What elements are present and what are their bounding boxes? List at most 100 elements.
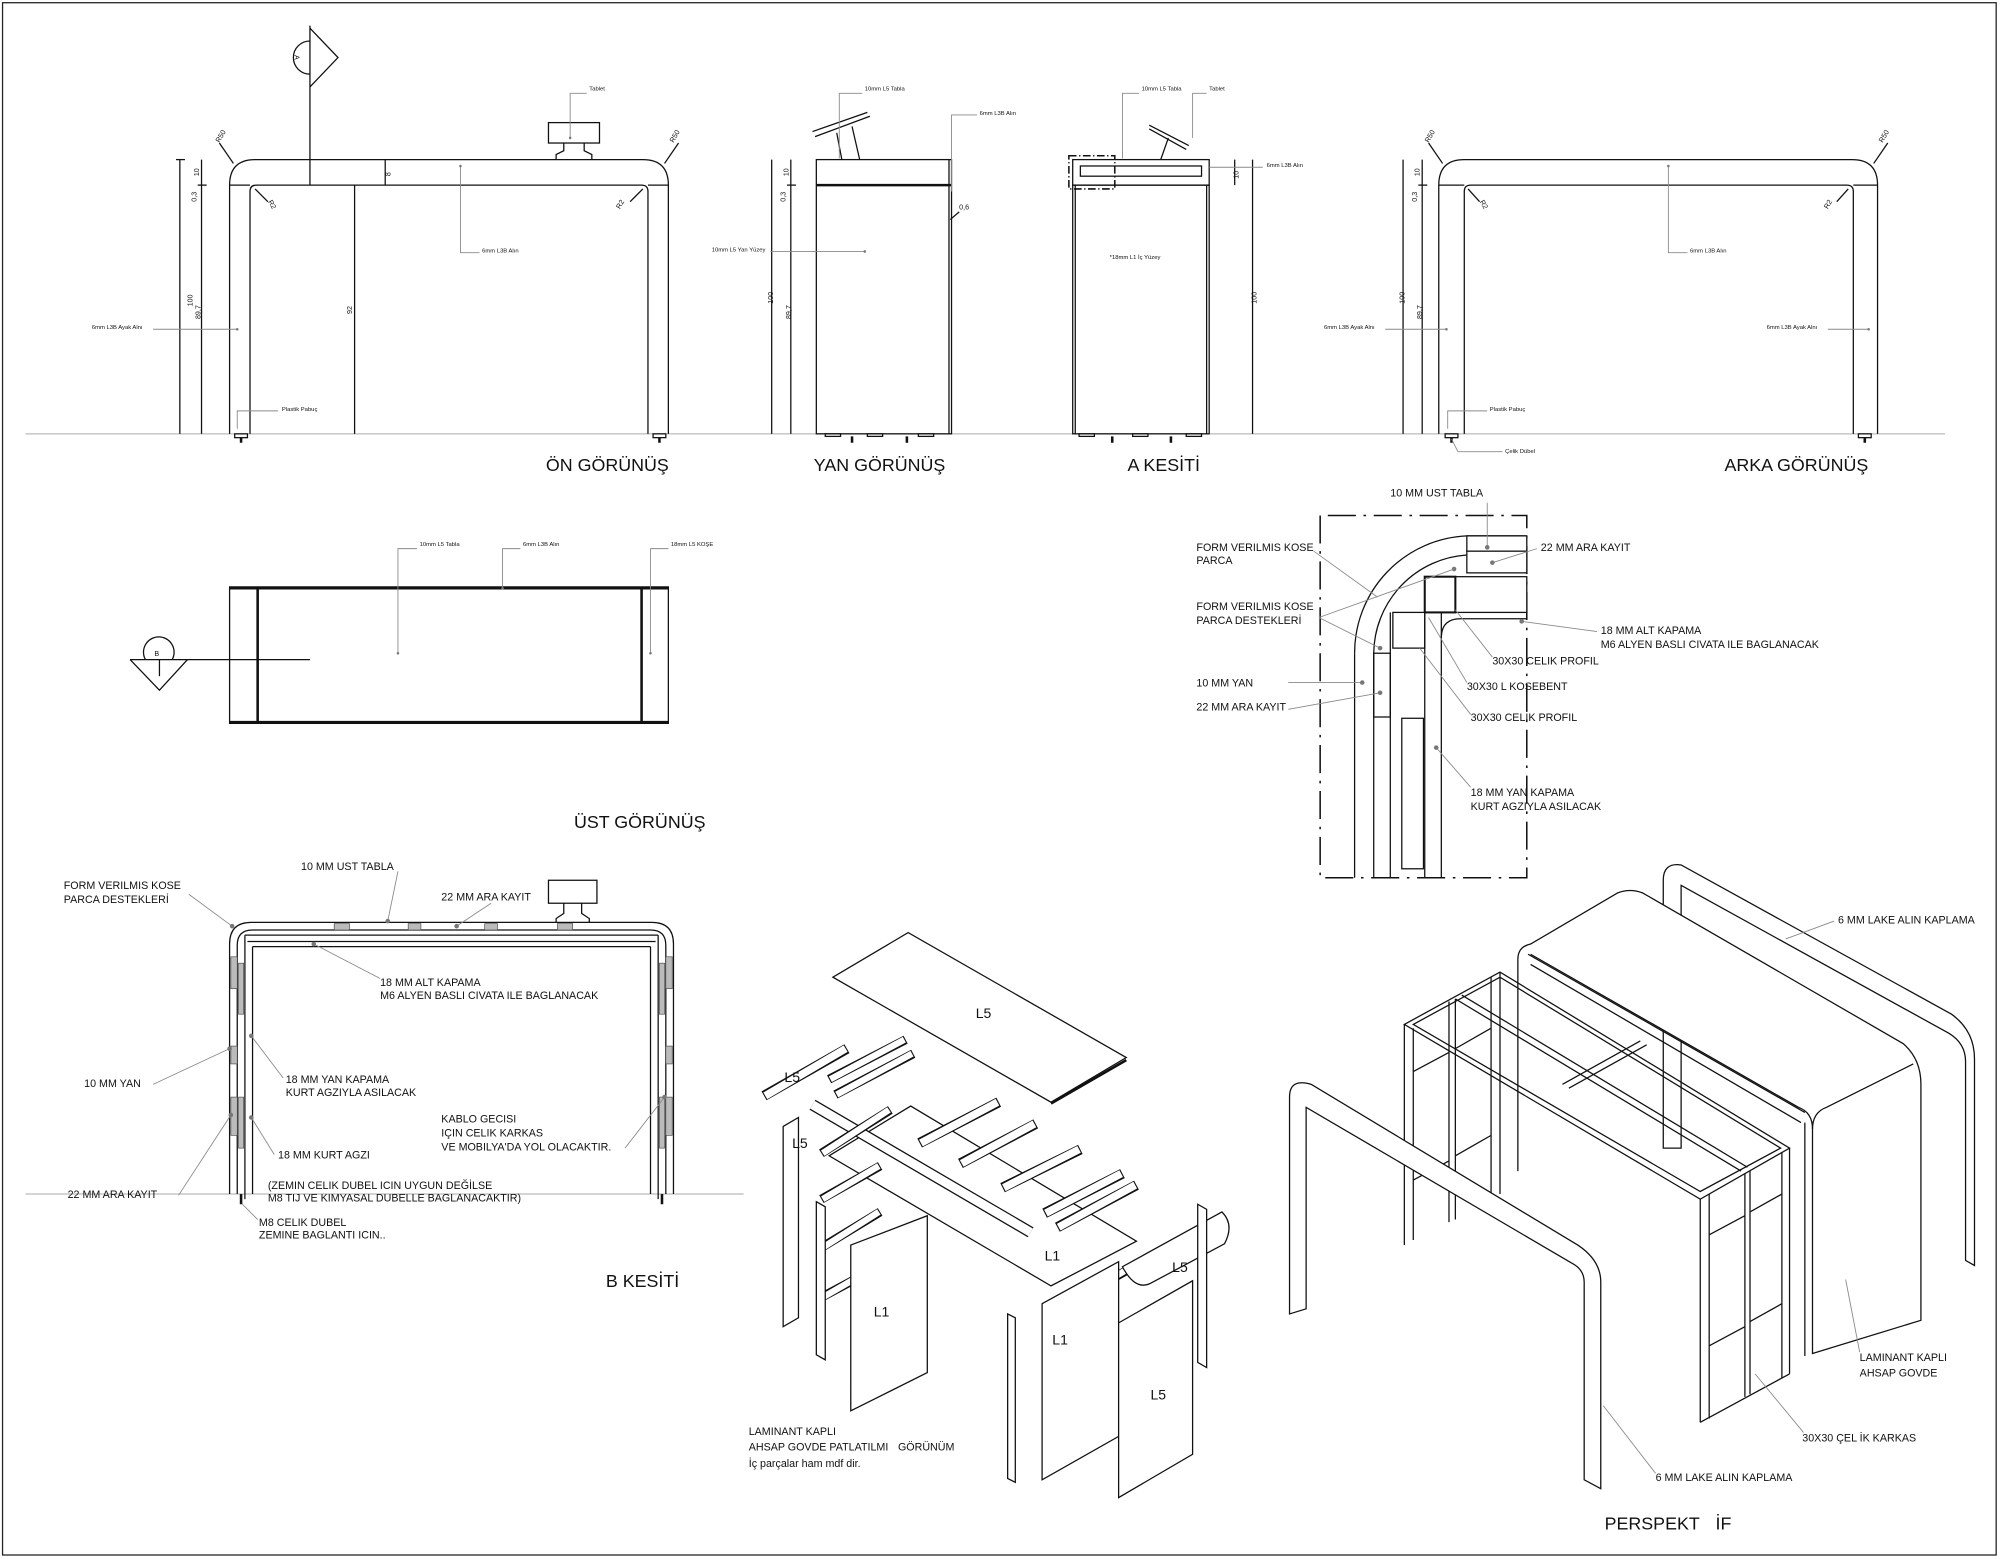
label-body-2: AHSAP GOVDE — [1860, 1367, 1938, 1379]
label-tablet: Tablet — [1209, 87, 1225, 93]
slat — [1055, 1180, 1139, 1232]
part-label: L5 — [976, 1005, 992, 1021]
perspective-title-suffix: İF — [1716, 1513, 1732, 1533]
label-angle-bracket: 30X30 L KOSEBENT — [1467, 681, 1568, 693]
label-corner-supports-1: FORM VERILMIS KOSE — [64, 880, 181, 892]
label-back-fascia: 6 MM LAKE ALIN KAPLAMA — [1838, 915, 1976, 927]
label-side: 10 MM YAN — [84, 1078, 141, 1090]
exploded-view: L5 L5 L5 L1 L1 L5 L1 L5 LAMINANT KAPLI A… — [749, 931, 1230, 1499]
label-dowel-2: ZEMINE BAGLANTI ICIN.. — [259, 1230, 386, 1242]
front-view-title: ÖN GÖRÜNÜŞ — [546, 455, 669, 475]
steel-frame — [1403, 971, 1791, 1423]
label-corner-supports-2: PARCA DESTEKLERİ — [1196, 614, 1301, 627]
part-label: L5 — [1151, 1386, 1167, 1402]
slat — [761, 1044, 850, 1101]
label-side-panel: 10mm L5 Yan Yüzey — [712, 247, 766, 253]
dim-top: 10 — [782, 168, 790, 176]
exploded-note-2: AHSAP GOVDE PATLATILMI — [749, 1441, 889, 1453]
label-corner-piece-2: PARCA — [1196, 555, 1233, 567]
dim-offset: 0,6 — [959, 203, 969, 211]
dim-total-height: 100 — [767, 292, 775, 304]
dim-leg: 89,7 — [194, 305, 202, 319]
exploded-note-3: GÖRÜNÜM — [898, 1441, 955, 1453]
label-frame: 30X30 ÇEL İK KARKAS — [1802, 1431, 1916, 1444]
label-bottom-cover-2: M6 ALYEN BASLI CIVATA ILE BAGLANACAK — [1601, 639, 1820, 651]
dim-gap: 0,3 — [780, 192, 788, 202]
label-spacer-side: 22 MM ARA KAYIT — [68, 1189, 158, 1201]
corner-detail: 10 MM UST TABLA FORM VERILMIS KOSE PARCA… — [1196, 487, 1820, 879]
dim-inner: 92 — [346, 306, 354, 314]
dim-leg: 89,7 — [785, 305, 793, 319]
back-view-title: ARKA GÖRÜNÜŞ — [1724, 455, 1868, 475]
exploded-note-1: LAMINANT KAPLI — [749, 1426, 836, 1438]
label-top-board: 10 MM UST TABLA — [301, 861, 395, 873]
dim-radius-inner-right: R2 — [1823, 198, 1835, 210]
label-leg-panel-right: 6mm L3B Ayak Alnı — [1767, 325, 1818, 331]
dim-gap: 0,3 — [190, 192, 198, 202]
front-view: A 100 10 0,3 89,7 92 8 R50 R50 R2 R2 Tab… — [92, 25, 682, 475]
slat — [833, 1049, 916, 1099]
section-b-title: B KESİTİ — [606, 1271, 679, 1291]
label-dowel-1: M8 CELIK DUBEL — [259, 1217, 346, 1229]
dim-radius-inner-right: R2 — [615, 198, 627, 210]
dim-total-height: 100 — [1398, 292, 1406, 304]
perspective-title: PERSPEKT — [1605, 1513, 1700, 1533]
section-marker-a: A — [293, 25, 339, 186]
dim-leg: 89,7 — [1416, 305, 1424, 319]
label-corner-supports-1: FORM VERILMIS KOSE — [1196, 601, 1313, 613]
part-label: L5 — [1172, 1259, 1188, 1275]
label-cable-1: KABLO GECISI — [441, 1114, 516, 1126]
label-cable-3: VE MOBILYA'DA YOL OLACAKTIR. — [441, 1142, 611, 1154]
label-tablet: Tablet — [589, 87, 605, 93]
label-steel-profile-2: 30X30 CELIK PROFIL — [1471, 712, 1578, 724]
dim-top: 10 — [1233, 171, 1241, 179]
exploded-note-4: İç parçalar ham mdf dir. — [749, 1457, 861, 1470]
label-top-board: 10mm L5 Tabla — [865, 87, 906, 93]
svg-text:A: A — [293, 55, 301, 60]
label-body-1: LAMINANT KAPLI — [1860, 1352, 1947, 1364]
label-corner-supports-2: PARCA DESTEKLERİ — [64, 893, 169, 906]
perspective-view: 6 MM LAKE ALIN KAPLAMA LAMINANT KAPLI AH… — [1288, 864, 1976, 1534]
label-dowel: Çelik Dübel — [1505, 449, 1535, 455]
label-bottom-cover-2: M6 ALYEN BASLI CIVATA ILE BAGLANACAK — [380, 990, 599, 1002]
section-a-title: A KESİTİ — [1128, 455, 1200, 475]
label-side-cover-1: 18 MM YAN KAPAMA — [1471, 787, 1575, 799]
dim-total-height: 100 — [187, 294, 195, 306]
dim-radius-inner: R2 — [266, 199, 278, 211]
side-view-title: YAN GÖRÜNÜŞ — [814, 455, 946, 475]
label-corner-piece-1: FORM VERILMIS KOSE — [1196, 542, 1313, 554]
side-view: 100 10 0,3 89,7 0,6 10mm L5 Tabla 6mm L3… — [712, 87, 1016, 475]
slat — [819, 1162, 883, 1204]
section-b: FORM VERILMIS KOSE PARCA DESTEKLERİ 10 M… — [25, 861, 744, 1291]
svg-text:B: B — [154, 650, 159, 658]
label-side-cover-1: 18 MM YAN KAPAMA — [286, 1074, 390, 1086]
label-top-board: 10mm L5 Tabla — [420, 542, 461, 548]
label-floor-note-1: (ZEMIN CELIK DUBEL ICIN UYGUN DEĞİLSE — [268, 1179, 492, 1192]
label-front-panel: 6mm L3B Alın — [1267, 163, 1303, 169]
dim-thickness: 8 — [384, 172, 392, 176]
label-top-board: 10mm L5 Tabla — [1142, 87, 1183, 93]
slat — [1000, 1144, 1083, 1193]
part-label: L5 — [792, 1135, 808, 1151]
label-spacer-top: 22 MM ARA KAYIT — [1541, 542, 1631, 554]
dim-top: 10 — [193, 168, 201, 176]
dim-total-height: 100 — [1250, 292, 1258, 304]
label-leg-panel: 6mm L3B Ayak Alnı — [92, 325, 143, 331]
label-front-panel: 6mm L3B Alın — [482, 249, 518, 255]
label-front-panel: 6mm L3B Alın — [980, 111, 1016, 117]
label-bottom-cover-1: 18 MM ALT KAPAMA — [1601, 625, 1702, 637]
label-floor-note-2: M8 TIJ VE KIMYASAL DUBELLE BAGLANACAKTIR… — [268, 1193, 521, 1205]
label-spacer-top: 22 MM ARA KAYIT — [441, 892, 531, 904]
top-view: B 10mm L5 Tabla 6mm L3B Alın 18mm L5 KOŞ… — [129, 542, 713, 832]
section-marker-b: B — [129, 636, 310, 692]
label-top-board: 10 MM UST TABLA — [1390, 487, 1484, 499]
slat — [1042, 1169, 1125, 1218]
label-foot: Plastik Pabuç — [282, 407, 318, 413]
slat — [819, 1106, 893, 1158]
slat — [917, 1097, 1002, 1148]
label-spacer-side: 22 MM ARA KAYIT — [1196, 702, 1286, 714]
dim-gap: 0,3 — [1411, 192, 1419, 202]
dim-top: 10 — [1414, 168, 1422, 176]
